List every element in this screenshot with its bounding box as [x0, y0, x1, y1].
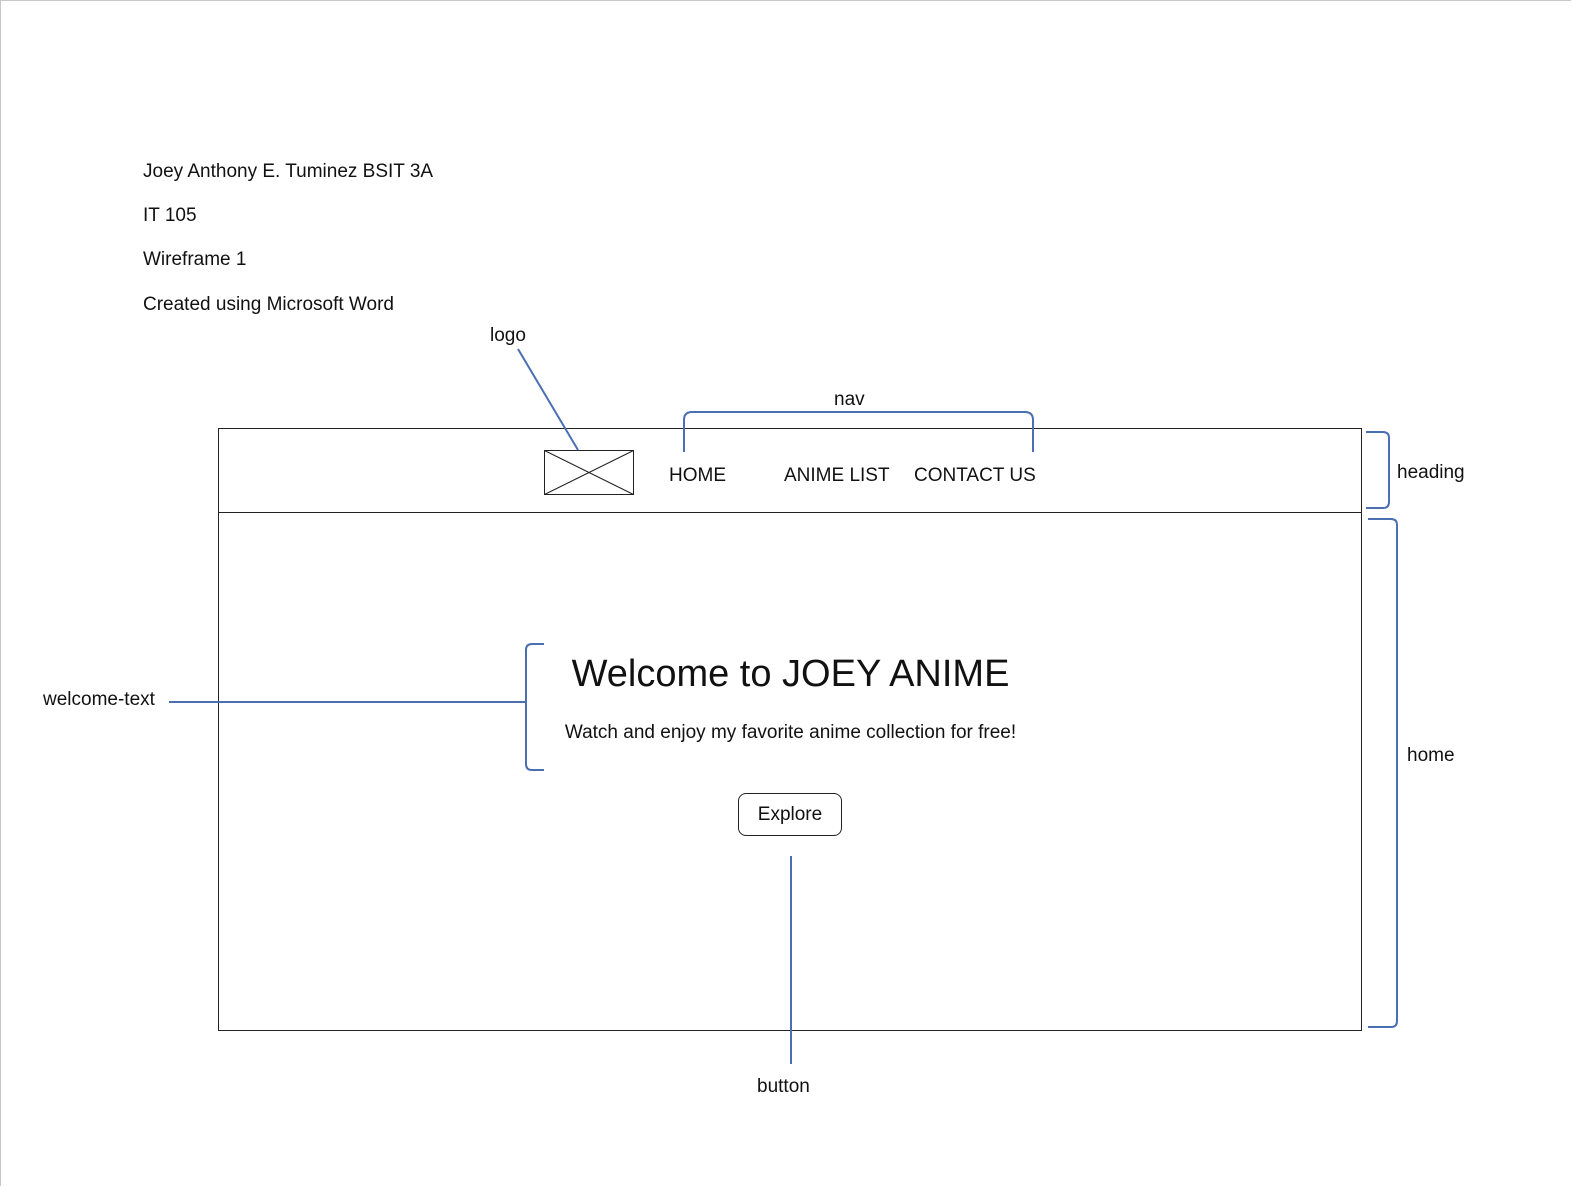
heading-bracket [1366, 431, 1390, 509]
nav-bracket [683, 411, 1034, 452]
tool-line: Created using Microsoft Word [143, 294, 394, 315]
explore-button[interactable]: Explore [738, 793, 842, 836]
nav-item-contact-us[interactable]: CONTACT US [914, 465, 1036, 486]
welcome-text-bracket [525, 643, 544, 771]
logo-placeholder-icon [544, 450, 634, 495]
author-line: Joey Anthony E. Tuminez BSIT 3A [143, 161, 434, 182]
nav-annotation-label: nav [834, 389, 865, 410]
heading-annotation-label: heading [1397, 462, 1465, 483]
wireframe-title-line: Wireframe 1 [143, 249, 247, 270]
home-bracket [1368, 518, 1398, 1028]
welcome-title: Welcome to JOEY ANIME [571, 653, 1010, 695]
course-line: IT 105 [143, 205, 197, 226]
nav-item-anime-list[interactable]: ANIME LIST [784, 465, 890, 486]
logo-annotation-label: logo [490, 325, 526, 346]
button-annotation-label: button [757, 1076, 810, 1097]
home-annotation-label: home [1407, 745, 1455, 766]
welcome-text-annotation-label: welcome-text [43, 689, 155, 710]
welcome-subtitle: Watch and enjoy my favorite anime collec… [564, 722, 1017, 743]
logo-pointer-line [517, 348, 579, 451]
nav-item-home[interactable]: HOME [669, 465, 726, 486]
